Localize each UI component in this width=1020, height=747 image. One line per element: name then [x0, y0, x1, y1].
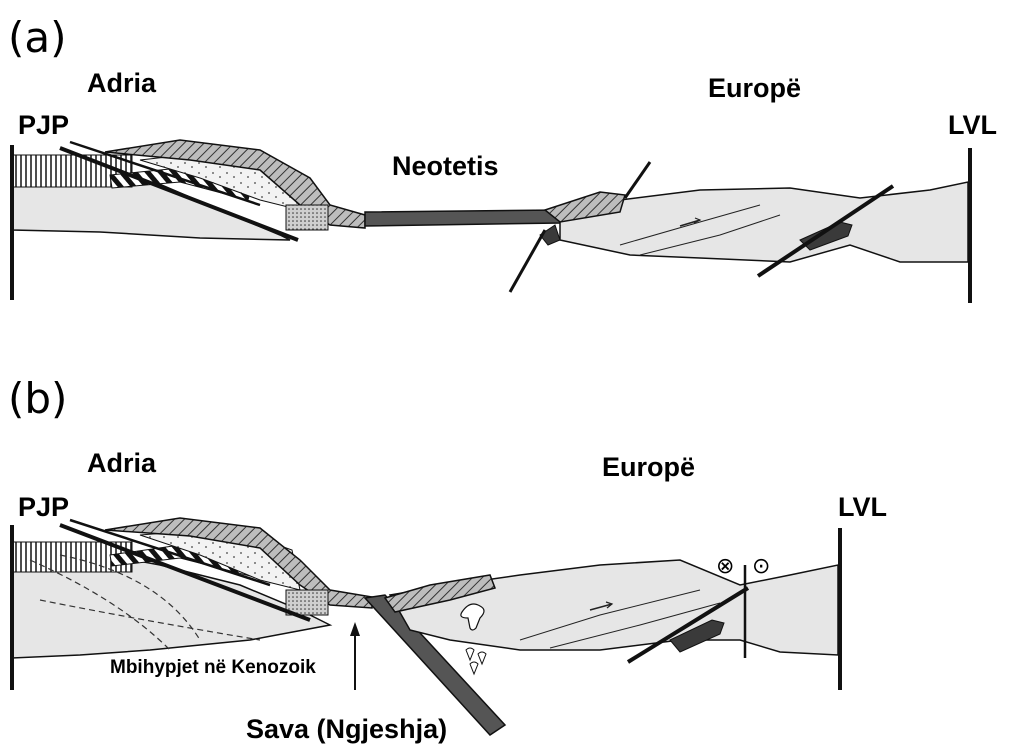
neotetis-slab: [365, 210, 560, 226]
europe-fault-left-a: [510, 230, 545, 292]
mbihypjet-label: Mbihypjet në Kenozoik: [110, 657, 316, 678]
panel-b: (b) Adria PJP Europë LVL Mbihypjet në Ke…: [8, 374, 887, 744]
europe-label-b: Europë: [602, 452, 695, 482]
neotetis-label: Neotetis: [392, 151, 499, 181]
adria-label-b: Adria: [87, 448, 157, 478]
lvl-label-b: LVL: [838, 492, 887, 522]
sava-arrow-head: [350, 622, 360, 636]
sava-label: Sava (Ngjeshja): [246, 714, 447, 744]
pjp-label-a: PJP: [18, 110, 69, 140]
adria-label-a: Adria: [87, 68, 157, 98]
europe-label-a: Europë: [708, 73, 801, 103]
out-of-page-symbol: ⊙: [752, 554, 770, 579]
drop-symbols: [466, 648, 486, 674]
pjp-label-b: PJP: [18, 492, 69, 522]
adria-dotted-block-a: [286, 205, 328, 230]
panel-b-letter: (b): [8, 374, 67, 423]
panel-a: (a) Adria PJP Europë Neotetis LVL: [8, 13, 997, 303]
lvl-label-a: LVL: [948, 110, 997, 140]
panel-a-letter: (a): [8, 13, 67, 62]
europe-crust-b: [390, 560, 838, 655]
into-page-symbol: ⊗: [716, 554, 734, 579]
europe-fault-up-a: [625, 162, 650, 198]
